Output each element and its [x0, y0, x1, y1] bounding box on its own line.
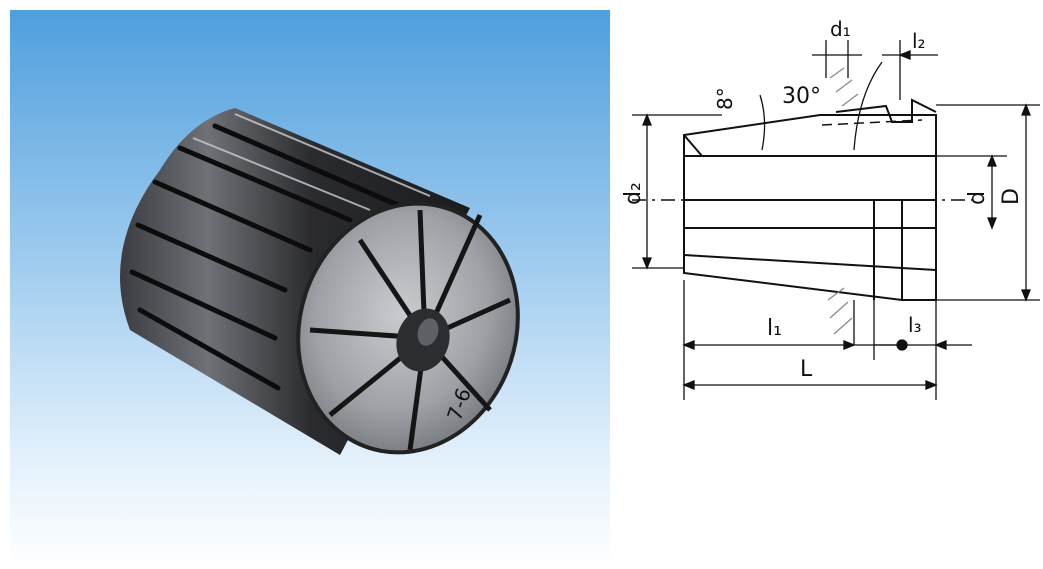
label-l2: l₂ — [912, 29, 926, 53]
label-angle-8: 8° — [713, 87, 737, 110]
label-angle-30: 30° — [782, 84, 821, 109]
label-l1: l₁ — [767, 316, 782, 341]
collet-drawing-svg: d₁ l₂ 8° 30° d₂ d D l₁ l₃ L — [621, 17, 1040, 400]
collet-photo-svg: 7-6 — [10, 10, 610, 566]
collet-slots — [129, 123, 403, 391]
collet-outline — [683, 114, 937, 301]
label-D: D — [999, 188, 1024, 205]
label-d1: d₁ — [830, 17, 851, 41]
label-L: L — [800, 357, 813, 382]
collet-drawing: d₁ l₂ 8° 30° d₂ d D l₁ l₃ L — [612, 0, 1043, 569]
label-d: d — [965, 191, 990, 205]
label-l3: l₃ — [908, 313, 922, 337]
label-d2: d₂ — [621, 182, 646, 205]
nut-hatch — [827, 67, 859, 335]
collet-photo: 7-6 — [10, 10, 610, 566]
